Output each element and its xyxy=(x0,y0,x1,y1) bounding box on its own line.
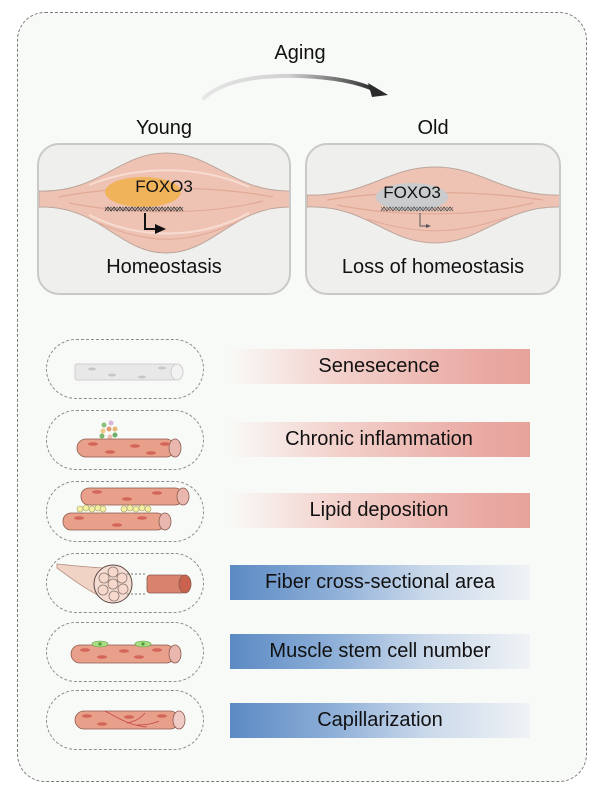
lipid-droplets-fiber-icon xyxy=(62,487,190,531)
hallmark-bar-lipid-deposition: Lipid deposition xyxy=(228,493,530,528)
hallmark-bar-capillarization: Capillarization xyxy=(230,703,530,738)
foxo3-label-old: FOXO3 xyxy=(383,183,441,202)
hallmark-icon-stem-cells xyxy=(46,622,204,682)
hallmark-bar-senescence: Senesecence xyxy=(228,349,530,384)
hallmark-bar-stem-cell-number: Muscle stem cell number xyxy=(230,634,530,669)
homeostasis-label: Homeostasis xyxy=(106,256,222,278)
hallmark-icon-lipid xyxy=(46,481,204,542)
young-muscle-icon xyxy=(39,152,289,254)
hallmark-icon-capillary xyxy=(46,690,204,750)
loss-of-homeostasis-label: Loss of homeostasis xyxy=(341,256,525,278)
foxo3-badge-old xyxy=(376,183,448,211)
foxo3-badge-young xyxy=(105,177,181,207)
hallmark-icon-senescence xyxy=(46,339,204,399)
aging-label: Aging xyxy=(274,42,326,64)
old-muscle-panel: FOXO3 Loss of homeostasis xyxy=(305,143,561,295)
senescent-fiber-icon xyxy=(74,363,184,381)
young-muscle-panel: FOXO3 Homeostasis xyxy=(37,143,291,295)
young-label: Young xyxy=(136,117,192,139)
capillary-fiber-icon xyxy=(74,710,186,730)
stem-cell-fiber-icon xyxy=(70,640,182,664)
hallmark-label: Senesecence xyxy=(318,355,440,377)
foxo3-label-young: FOXO3 xyxy=(135,177,193,196)
hallmark-label: Chronic inflammation xyxy=(285,428,473,450)
hallmark-label: Fiber cross-sectional area xyxy=(264,571,496,593)
old-muscle-icon xyxy=(307,166,559,244)
hallmark-bar-chronic-inflammation: Chronic inflammation xyxy=(228,422,530,457)
hallmark-icon-inflammation xyxy=(46,410,204,470)
old-label: Old xyxy=(417,117,449,139)
hallmark-icon-cross-section xyxy=(46,553,204,613)
hallmark-label: Capillarization xyxy=(317,709,443,731)
hallmark-label: Lipid deposition xyxy=(309,499,449,521)
hallmark-bar-fiber-csa: Fiber cross-sectional area xyxy=(230,565,530,600)
fiber-cross-section-icon xyxy=(56,563,192,604)
hallmark-label: Muscle stem cell number xyxy=(269,640,491,662)
aging-arrow-icon xyxy=(202,73,388,100)
inflamed-fiber-icon xyxy=(76,420,182,458)
